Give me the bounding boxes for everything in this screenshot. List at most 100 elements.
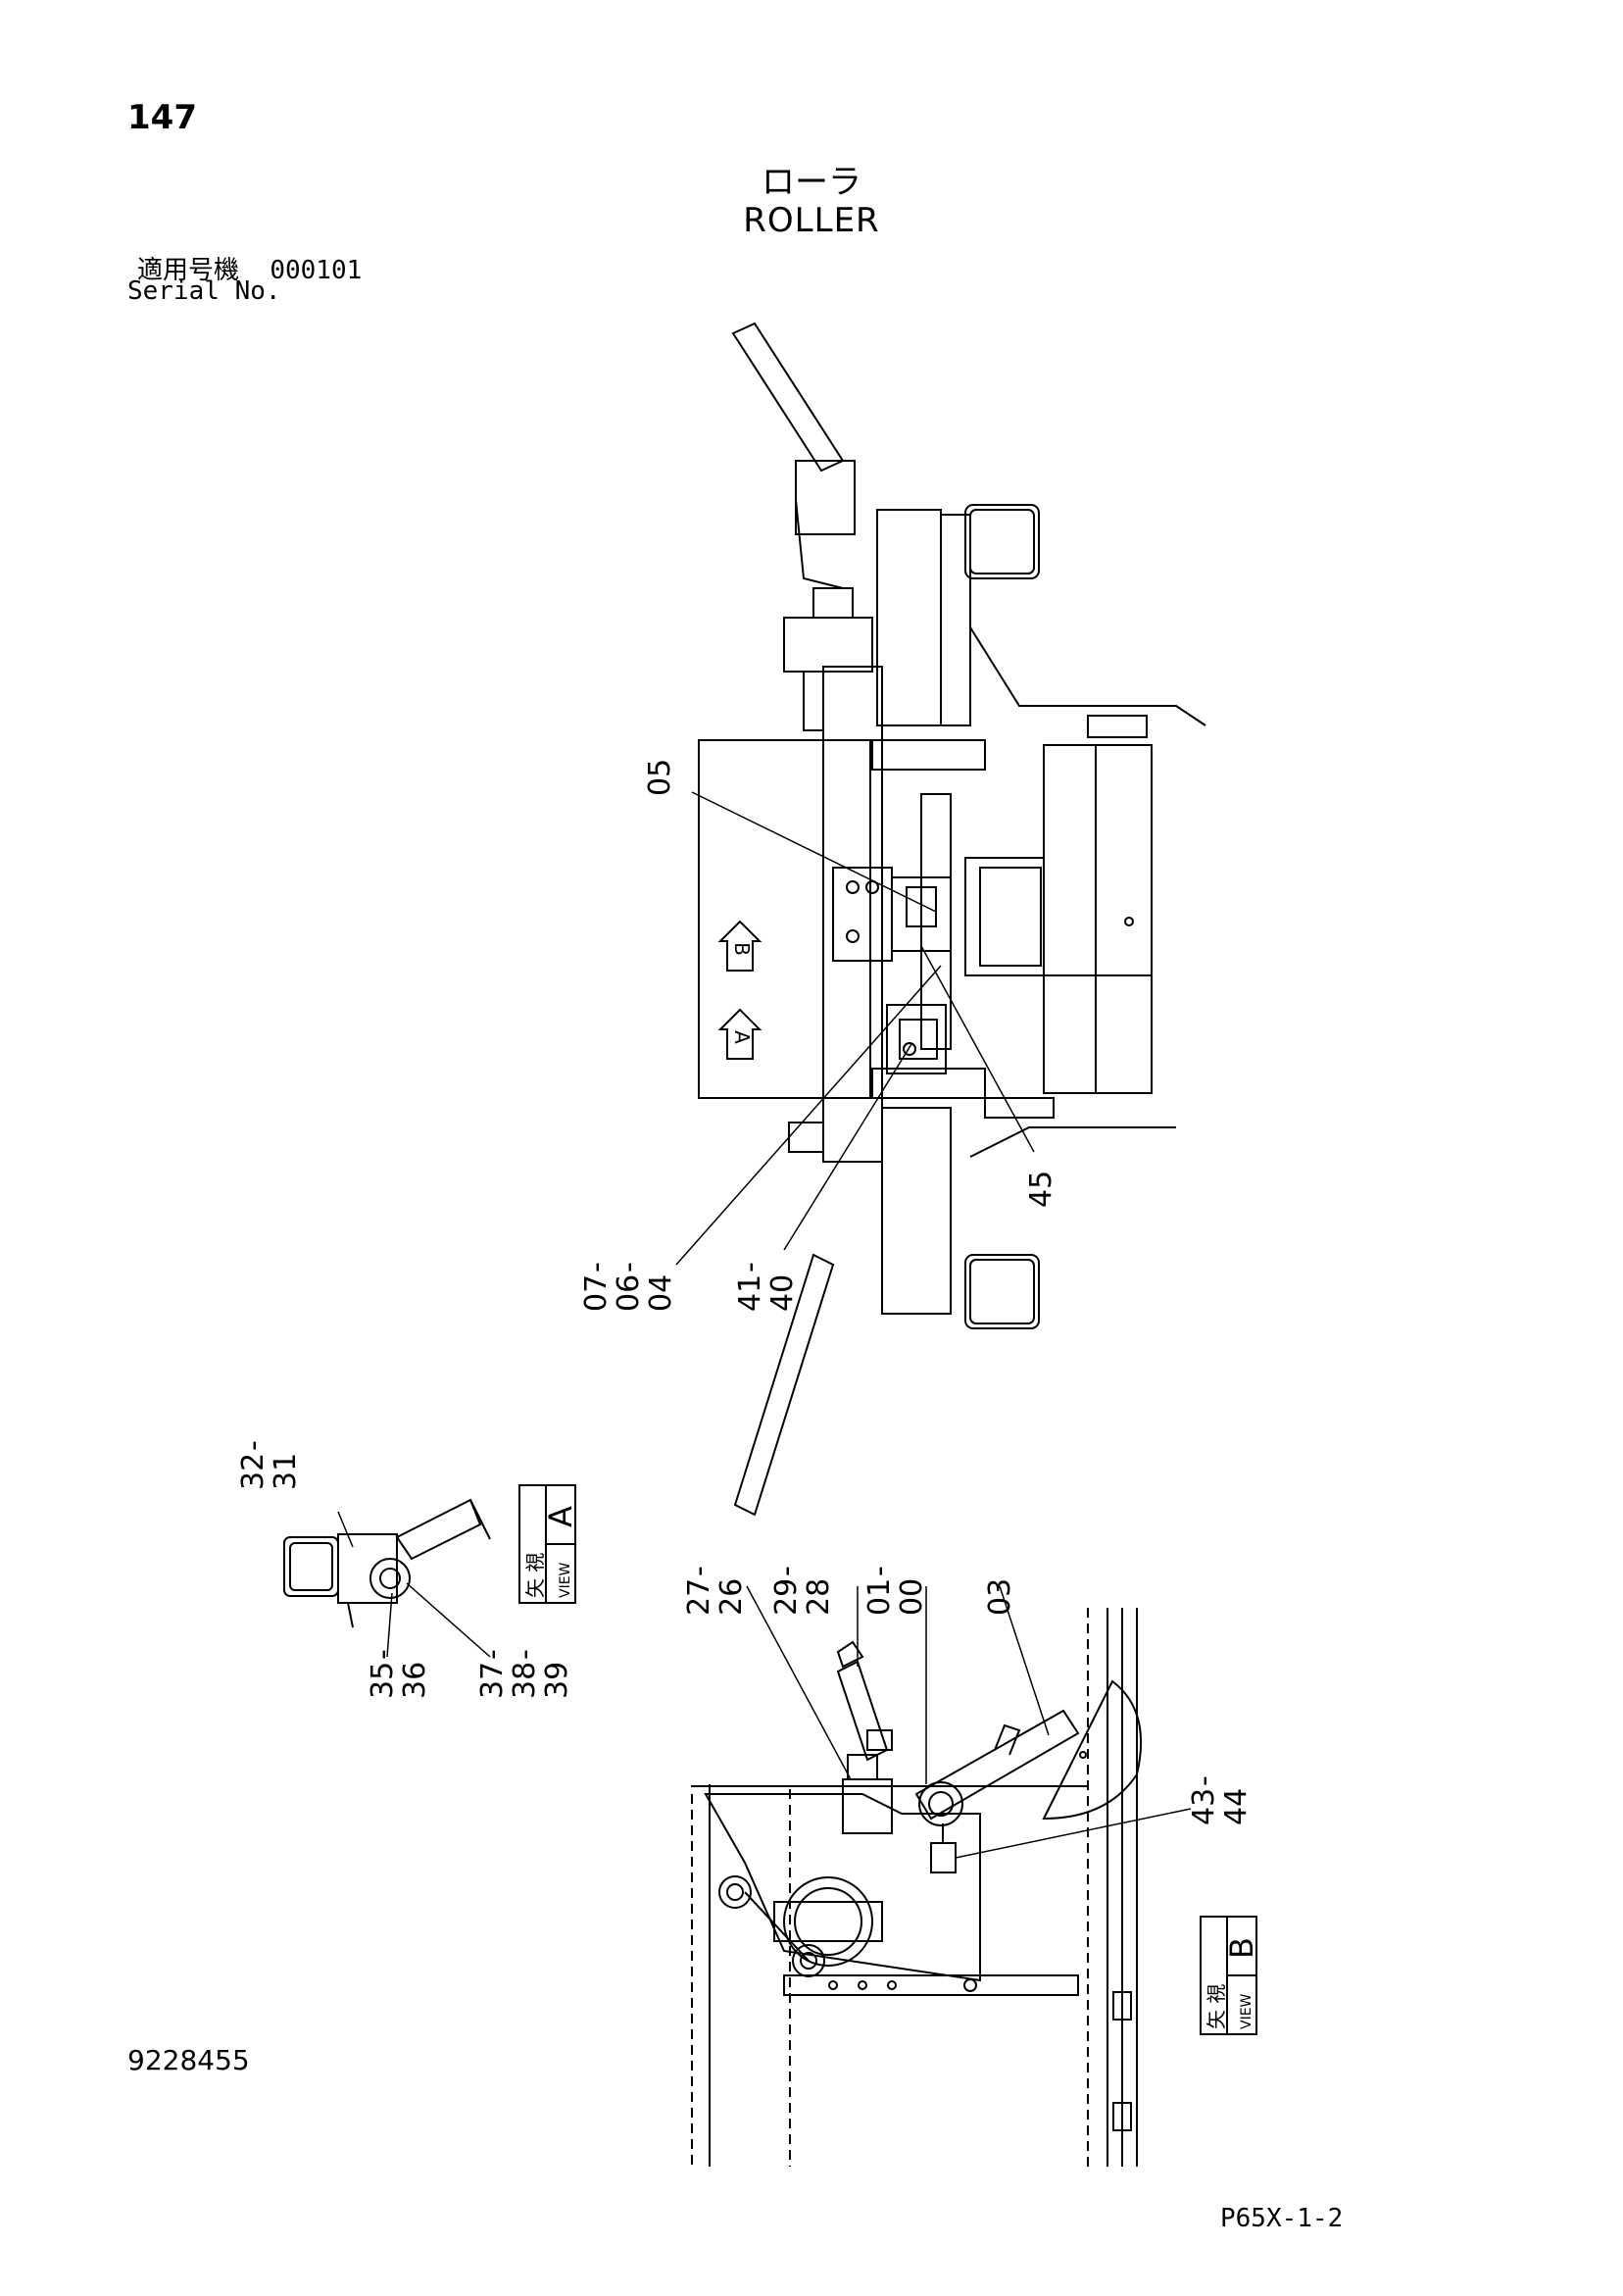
lower-clamp-inner [899,1019,938,1060]
upper-arm [731,322,845,473]
upper-frame-bar [876,509,942,726]
callout-05: 05 [643,759,677,796]
lower-roller-block [964,1254,1040,1329]
leader-45 [920,945,1035,1153]
view-a-letter: A [542,1506,579,1527]
lower-arm [733,1253,835,1517]
main-assembly-view: B A [675,322,1206,1517]
callout-37: 37 [475,1662,510,1699]
callout-group-32-31: 32 - 31 [236,1440,303,1490]
view-b-clamp-head [842,1778,893,1834]
clamp-jaw-inner [906,886,937,927]
roller-drum [1043,744,1153,1094]
callout-06: 06 [612,1274,646,1312]
clamp-jaw [891,876,952,952]
serial-label-jp-text: 適用号機 [137,256,240,285]
callout-dash-8: - [682,1566,716,1576]
view-b-bearing-inner [794,1887,862,1956]
callout-dash-11: - [1187,1775,1221,1786]
view-a-block-inner [289,1542,333,1591]
view-a-arm-end [469,1499,491,1540]
callout-04: 04 [644,1274,678,1312]
callout-01: 01 [862,1578,897,1616]
callout-31: 31 [269,1453,303,1490]
lower-frame-bar [881,1107,952,1315]
page-title-jp: ローラ [762,163,861,202]
callout-07: 07 [579,1274,614,1312]
view-a-jp: 矢 視 [523,1553,547,1598]
leader-43-44 [955,1808,1192,1859]
leader-03 [999,1585,1050,1736]
view-b-en: VIEW [1239,1993,1254,2029]
view-b-housing [704,1793,981,1982]
view-a-arm [395,1498,482,1561]
view-b-pin-inner [800,1952,817,1970]
callout-dash-1: - [579,1262,614,1273]
roller-hub [964,857,1045,976]
lower-clamp-bolt [903,1042,916,1056]
view-a-plate [337,1533,398,1604]
callout-group-07-06-04: 07 - 06 - 04 [579,1262,678,1312]
upper-roller-block [964,504,1040,579]
doc-number: 9228455 [127,2044,250,2076]
callout-dash-6: - [475,1649,510,1660]
view-b-bolt-4 [963,1978,977,1992]
upper-clip [1087,715,1148,738]
view-b-lever-arm [914,1709,1080,1821]
view-b-bolt-head [836,1640,864,1669]
callout-45: 45 [1024,1171,1058,1208]
callout-dash-4: - [236,1440,270,1451]
callout-group-27-26: 27 - 26 [682,1566,749,1616]
callout-dash-3: - [733,1262,767,1273]
view-b-lever-grip [994,1723,1021,1756]
view-a-hub-inner [379,1568,401,1589]
lower-clamp [886,1004,947,1074]
callout-41: 41 [733,1274,767,1312]
view-a-tail [347,1602,354,1628]
view-b-small-box-2 [1112,2102,1132,2131]
serial-value: 000101 [270,256,363,285]
upper-roller-block-inner [969,509,1035,574]
view-b-bearing-cap [773,1901,883,1942]
view-b-rail-plate [783,1974,1079,1996]
callout-dash-2: - [612,1262,646,1273]
bracket-small [803,671,824,731]
view-b-blade-bolt [1079,1751,1087,1759]
leader-05 [691,791,937,913]
view-b-bolt-3 [887,1980,897,1990]
clamp-bolt-2 [865,880,879,894]
clamp-bolt-3 [846,929,860,943]
view-a-hub [369,1558,411,1599]
view-b-detail [691,1585,1257,2167]
callout-26: 26 [714,1578,749,1616]
view-b-clamp-cap [847,1754,878,1780]
drum-base [984,1097,1055,1119]
upper-frame-bar-2 [940,514,971,726]
callout-dash-10: - [862,1566,897,1576]
roller-hub-inner [979,867,1042,967]
view-arrow-a: A [717,1008,762,1060]
upper-arm-block [795,460,856,535]
callout-group-29-28: 29 - 28 [769,1566,836,1616]
view-b-jp: 矢 視 [1205,1984,1228,2029]
callout-28: 28 [802,1578,836,1616]
callout-40: 40 [765,1274,800,1312]
callout-32: 32 [236,1453,270,1490]
leader-41-40 [783,1043,912,1251]
view-a-block [283,1536,339,1597]
callout-03: 03 [983,1578,1017,1616]
drum-bolt [1124,917,1134,926]
callout-00: 00 [895,1578,929,1616]
view-b-pivot [718,1875,752,1909]
view-b-nut [866,1729,893,1751]
view-b-bolt-2 [858,1980,867,1990]
callout-29: 29 [769,1578,804,1616]
callout-43: 43 [1187,1788,1221,1825]
leader-07-06-04 [675,965,942,1266]
leader-35-36 [386,1592,393,1658]
lower-bracket [788,1122,824,1153]
callout-27: 27 [682,1578,716,1616]
serial-label-jp: 適用号機 000101 [137,250,362,286]
page-number: 147 [127,98,197,137]
view-b-scraper-blade [1042,1679,1143,1821]
